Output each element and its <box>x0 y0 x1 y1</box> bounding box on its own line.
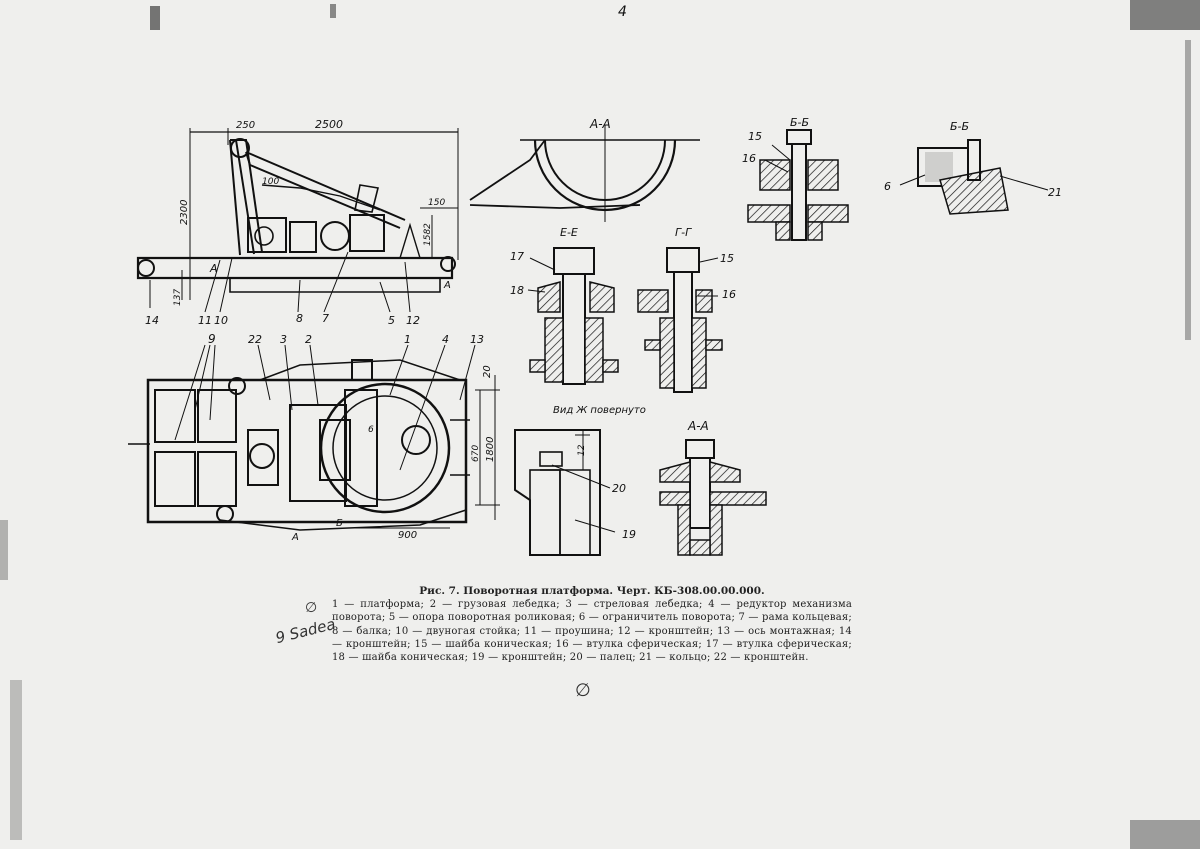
caption-legend: 1 — платформа; 2 — грузовая лебедка; 3 —… <box>332 599 852 664</box>
callout-number: 19 <box>622 528 636 541</box>
callout-number: 1 <box>404 333 411 346</box>
callout-number: 8 <box>296 312 303 325</box>
callout-number: 9 <box>208 332 216 346</box>
dimension-label: 150 <box>428 198 445 208</box>
callout-number: 21 <box>1048 186 1062 199</box>
view-zh <box>514 429 616 556</box>
callout-number: А <box>443 280 451 291</box>
callout-number: 6 <box>368 425 374 435</box>
callout-number: 6 <box>884 180 891 193</box>
dimension-label: 900 <box>398 530 417 541</box>
section-ee <box>527 247 619 385</box>
dimension-label: 100 <box>262 177 279 187</box>
handwritten-mark: ∅ <box>575 680 591 701</box>
callout-number: 11 <box>198 314 212 327</box>
dimension-label: 2500 <box>315 118 343 131</box>
section-label: Б-Б <box>950 120 969 133</box>
callout-number: 22 <box>248 333 262 346</box>
callout-number: 10 <box>214 314 228 327</box>
callout-number: 13 <box>470 333 484 346</box>
handwritten-mark: ∅ <box>305 600 318 616</box>
side-elevation-view <box>136 128 459 313</box>
figure-caption: Рис. 7. Поворотная платформа. Черт. КБ-3… <box>332 585 852 664</box>
callout-number: 15 <box>748 130 762 143</box>
section-label: А-А <box>687 419 709 433</box>
callout-number: 15 <box>720 252 734 265</box>
plan-view <box>128 344 500 531</box>
section-label: А-А <box>589 117 611 131</box>
dimension-label: 250 <box>236 120 255 131</box>
callout-number: А <box>209 262 218 275</box>
section-label: Е-Е <box>560 226 578 239</box>
callout-number: 4 <box>442 333 449 346</box>
callout-number: 16 <box>722 288 736 301</box>
callout-number: 3 <box>280 333 287 346</box>
callout-number: 17 <box>510 250 524 263</box>
callout-number: 7 <box>322 312 329 325</box>
callout-number: 18 <box>510 284 524 297</box>
section-aa-top <box>469 125 700 222</box>
callout-number: 12 <box>406 314 420 327</box>
caption-title: Рис. 7. Поворотная платформа. Черт. КБ-3… <box>419 585 765 597</box>
callout-number: Б <box>336 518 343 529</box>
drawing-labels: А-А Б-Б Б-Б Е-Е Г-Г А-А Вид Ж повернуто … <box>145 4 1062 543</box>
section-label: Г-Г <box>675 226 692 239</box>
dimension-label: 1582 <box>423 223 433 246</box>
callout-number: 20 <box>612 482 626 495</box>
callout-number: 14 <box>145 314 159 327</box>
section-aa-bottom <box>659 439 767 556</box>
dimension-label: 670 <box>471 445 481 462</box>
section-gg <box>637 247 723 393</box>
callout-number: А <box>291 532 299 543</box>
callout-number: 2 <box>305 333 312 346</box>
dimension-label: 12 <box>577 444 587 456</box>
dimension-label: 1800 <box>485 437 496 462</box>
dimension-label: 2300 <box>179 200 190 225</box>
callout-number: 5 <box>388 314 395 327</box>
view-label: Вид Ж повернуто <box>553 405 646 416</box>
section-bb-bolt <box>747 129 849 241</box>
section-label: Б-Б <box>790 116 809 129</box>
dimension-label: 137 <box>173 289 183 306</box>
sheet-mark: 4 <box>618 4 627 20</box>
dimension-label: 20 <box>482 365 493 378</box>
callout-number: 16 <box>742 152 756 165</box>
section-bb-bracket <box>899 139 1049 215</box>
